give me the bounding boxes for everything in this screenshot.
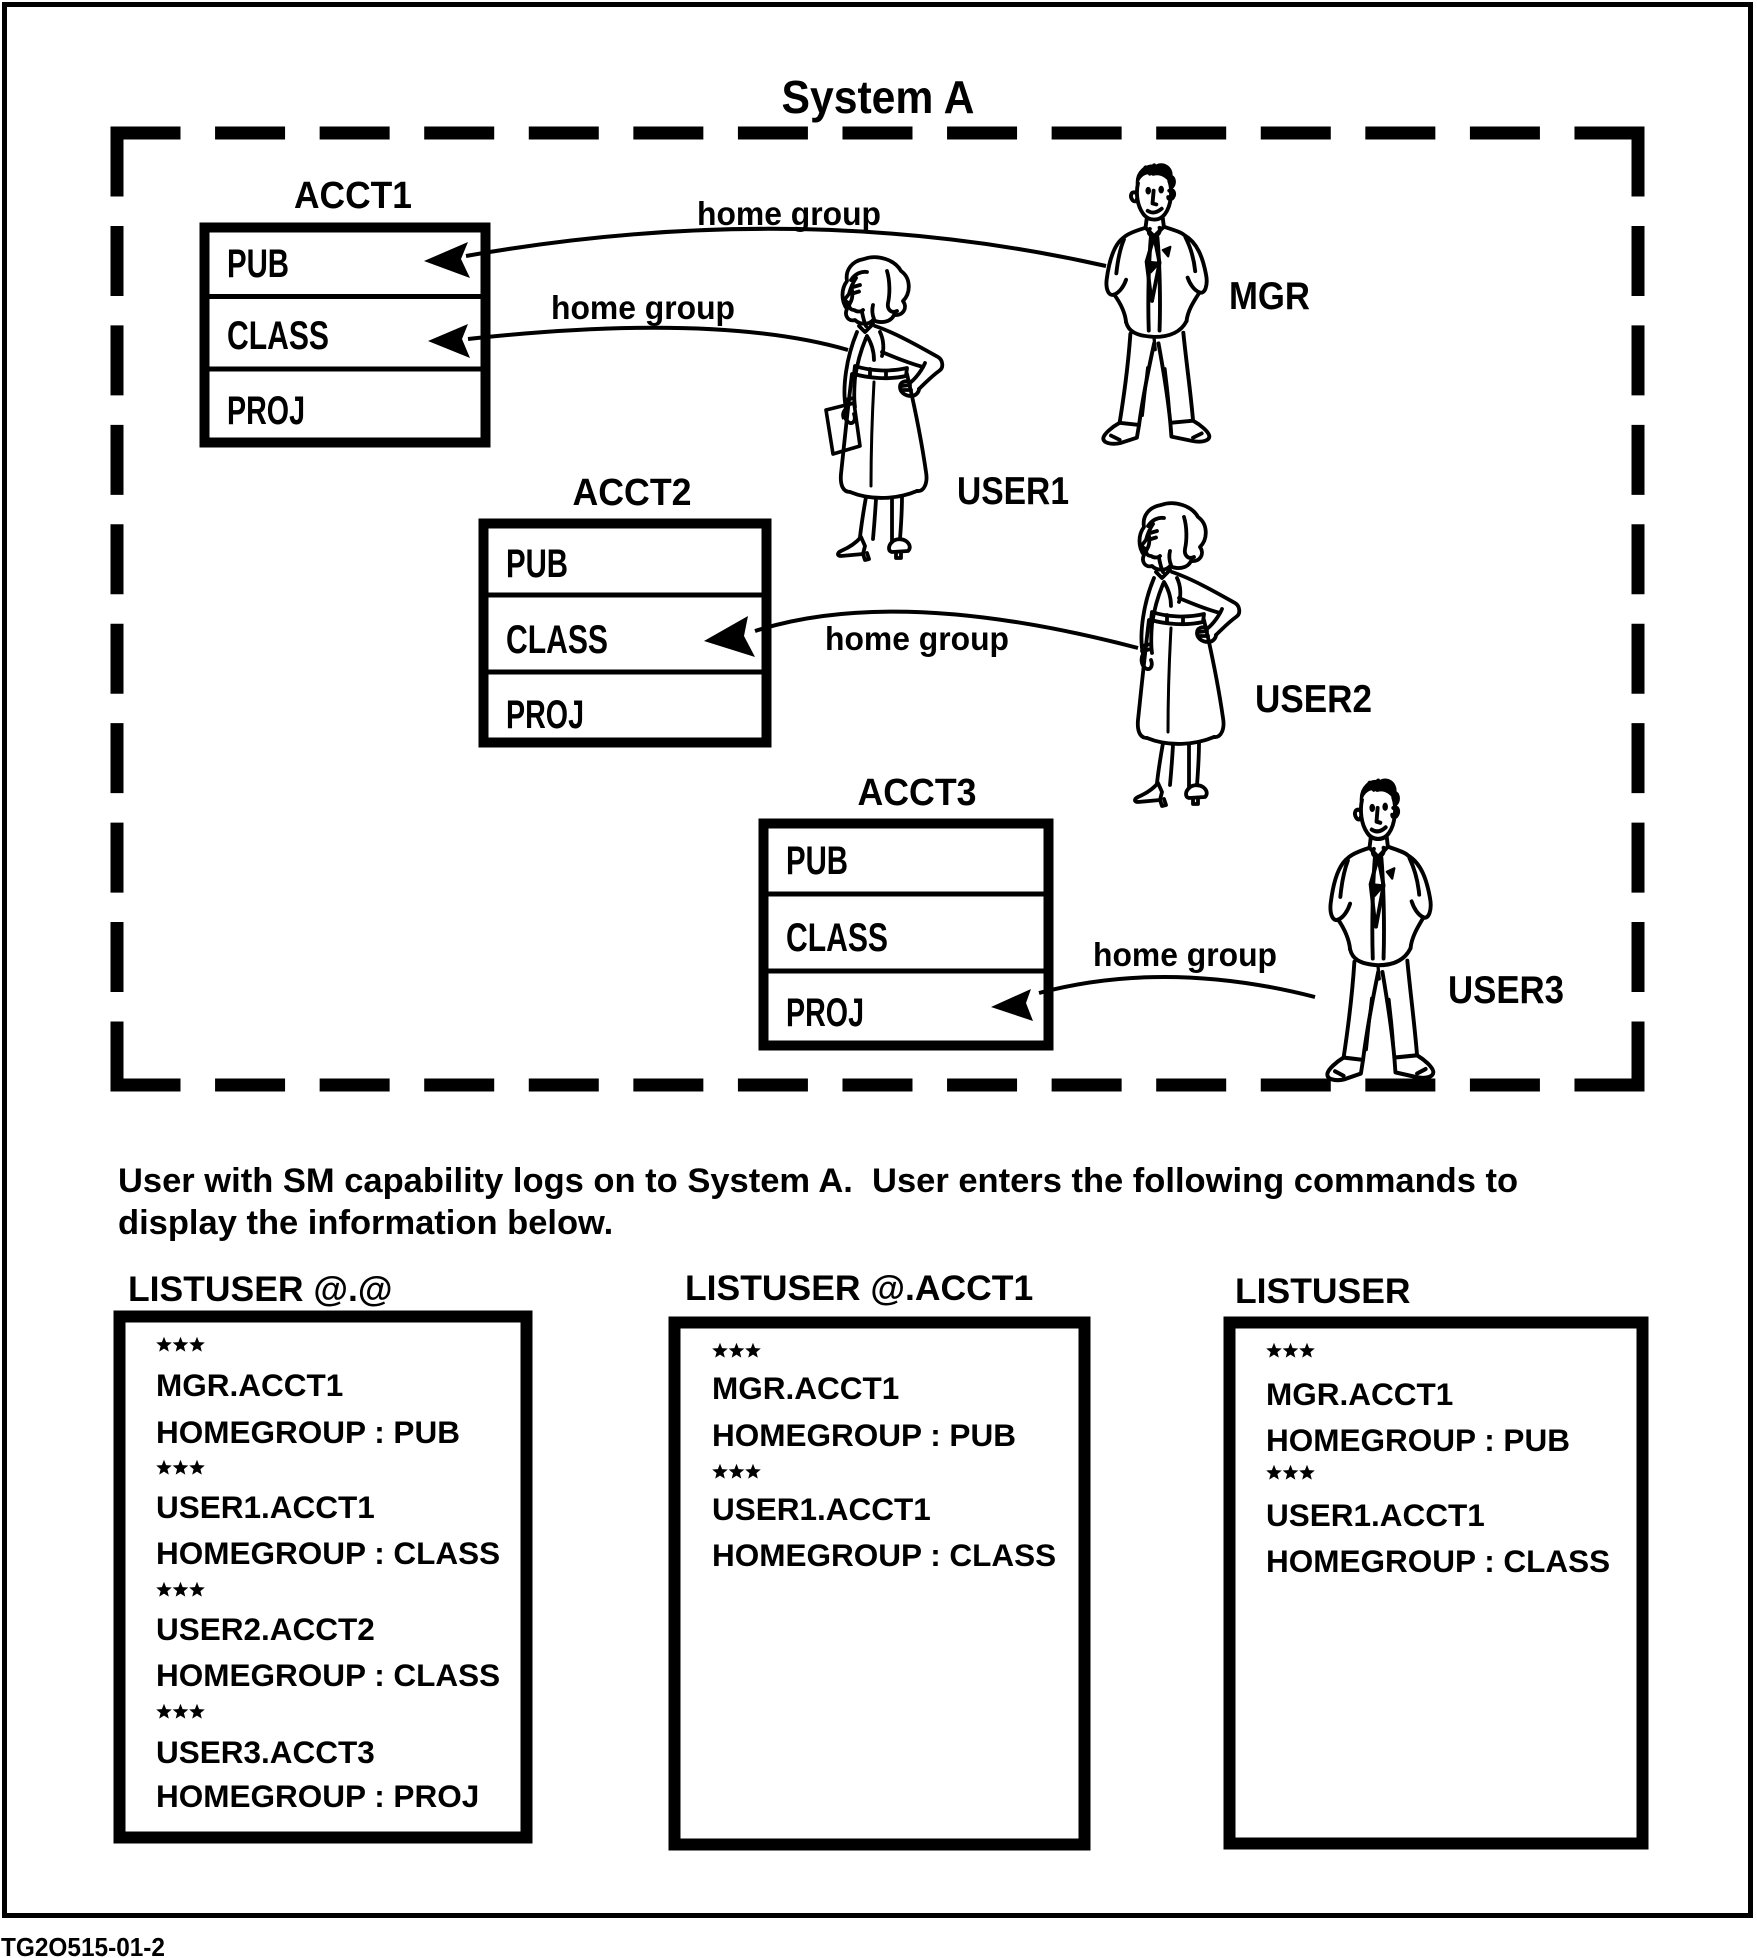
svg-text:PROJ: PROJ — [227, 389, 305, 433]
svg-text:LISTUSER @.ACCT1: LISTUSER @.ACCT1 — [685, 1268, 1033, 1308]
svg-text:USER2.ACCT2: USER2.ACCT2 — [156, 1611, 375, 1647]
svg-text:LISTUSER: LISTUSER — [1235, 1271, 1411, 1311]
svg-text:USER3.ACCT3: USER3.ACCT3 — [156, 1734, 375, 1770]
svg-text:MGR.ACCT1: MGR.ACCT1 — [712, 1370, 899, 1406]
svg-text:HOMEGROUP : CLASS: HOMEGROUP : CLASS — [712, 1537, 1056, 1573]
svg-text:USER1.ACCT1: USER1.ACCT1 — [1266, 1497, 1485, 1533]
svg-text:home group: home group — [551, 289, 735, 326]
svg-text:HOMEGROUP : PUB: HOMEGROUP : PUB — [156, 1414, 460, 1450]
svg-text:USER2: USER2 — [1255, 678, 1372, 721]
svg-text:USER1.ACCT1: USER1.ACCT1 — [712, 1491, 931, 1527]
svg-text:LISTUSER @.@: LISTUSER @.@ — [128, 1269, 393, 1309]
svg-text:USER1: USER1 — [957, 470, 1069, 513]
svg-text:HOMEGROUP : PROJ: HOMEGROUP : PROJ — [156, 1778, 479, 1814]
svg-text:HOMEGROUP : CLASS: HOMEGROUP : CLASS — [156, 1535, 500, 1571]
svg-text:TG2O515-01-2: TG2O515-01-2 — [1, 1932, 165, 1958]
svg-text:User with SM capability logs o: User with SM capability logs on to Syste… — [118, 1162, 1518, 1200]
svg-text:display the information below.: display the information below. — [118, 1204, 613, 1242]
svg-text:home group: home group — [1093, 936, 1277, 973]
svg-text:PROJ: PROJ — [506, 693, 584, 737]
svg-text:HOMEGROUP : PUB: HOMEGROUP : PUB — [712, 1417, 1016, 1453]
svg-text:home group: home group — [697, 195, 881, 232]
svg-text:PUB: PUB — [227, 242, 289, 286]
svg-text:CLASS: CLASS — [786, 916, 888, 960]
svg-text:PUB: PUB — [506, 542, 568, 586]
svg-text:PROJ: PROJ — [786, 991, 864, 1035]
svg-text:HOMEGROUP : PUB: HOMEGROUP : PUB — [1266, 1422, 1570, 1458]
svg-text:CLASS: CLASS — [227, 314, 329, 358]
svg-text:MGR.ACCT1: MGR.ACCT1 — [156, 1367, 343, 1403]
svg-text:MGR: MGR — [1229, 275, 1310, 318]
svg-text:PUB: PUB — [786, 839, 848, 883]
svg-text:System A: System A — [782, 71, 975, 123]
svg-text:USER1.ACCT1: USER1.ACCT1 — [156, 1489, 375, 1525]
svg-text:CLASS: CLASS — [506, 618, 608, 662]
svg-text:home group: home group — [825, 620, 1009, 657]
svg-text:ACCT1: ACCT1 — [294, 175, 412, 217]
svg-text:MGR.ACCT1: MGR.ACCT1 — [1266, 1376, 1453, 1412]
svg-text:USER3: USER3 — [1448, 969, 1564, 1012]
svg-text:ACCT3: ACCT3 — [858, 772, 977, 814]
svg-text:HOMEGROUP : CLASS: HOMEGROUP : CLASS — [156, 1657, 500, 1693]
svg-text:ACCT2: ACCT2 — [573, 472, 692, 514]
svg-text:HOMEGROUP : CLASS: HOMEGROUP : CLASS — [1266, 1543, 1610, 1579]
